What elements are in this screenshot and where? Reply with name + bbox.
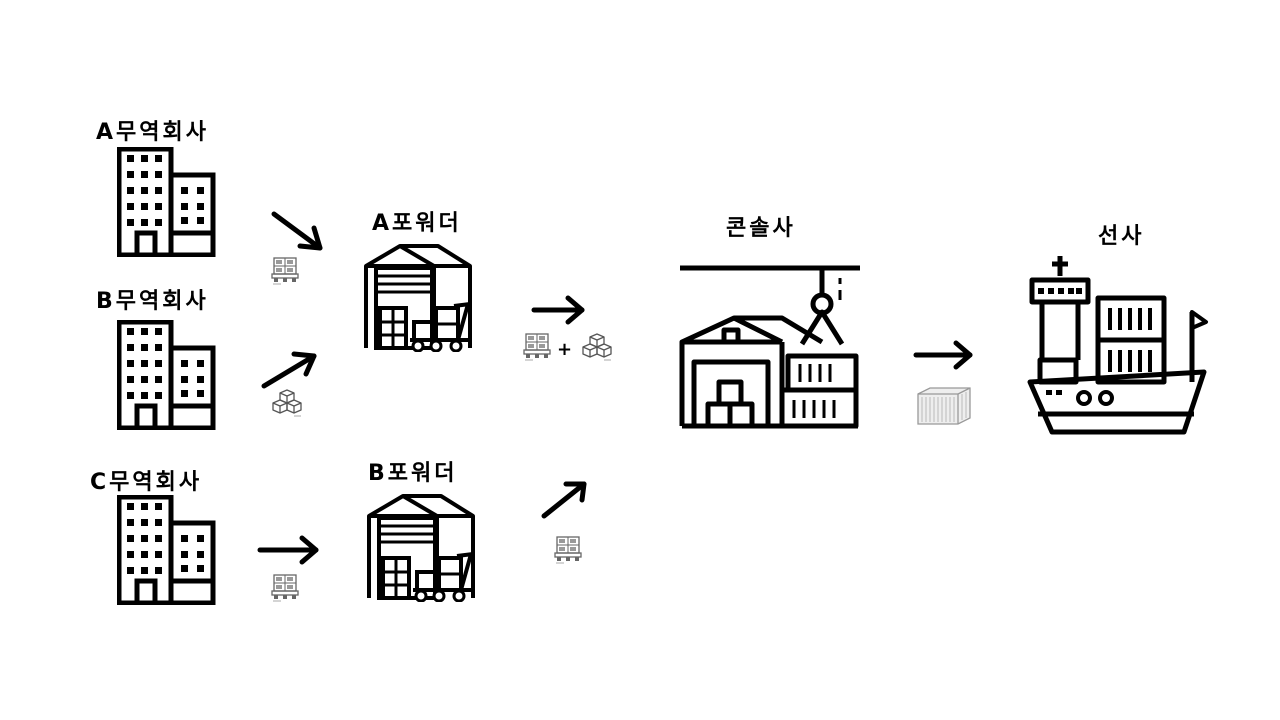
trader-b-label: B무역회사	[96, 289, 209, 314]
pallet-icon	[553, 535, 583, 565]
shipping-container-icon	[916, 386, 972, 426]
carrier-label: 선사	[1098, 224, 1145, 249]
consolidator-label: 콘솔사	[726, 216, 796, 241]
boxes-icon	[272, 388, 302, 418]
consolidator-port-warehouse-icon	[679, 265, 860, 429]
forwarder-b-label: B포워더	[368, 461, 458, 486]
pallet-icon	[522, 332, 552, 362]
trader-c-label: C무역회사	[90, 470, 203, 495]
plus-sign: +	[557, 339, 573, 360]
arrow-trader-b-to-forwarder-a	[261, 351, 317, 389]
arrow-trader-a-to-forwarder-a	[271, 211, 323, 251]
forwarder-a-label: A포워더	[372, 211, 462, 236]
arrow-forwarder-a-to-consolidator	[531, 295, 585, 325]
carrier-container-ship-icon	[1027, 256, 1208, 435]
trader-a-label: A무역회사	[96, 120, 209, 145]
arrow-consolidator-to-carrier	[913, 340, 973, 370]
pallet-icon	[270, 573, 300, 603]
pallet-icon	[270, 256, 300, 286]
arrow-forwarder-b-to-consolidator	[541, 481, 587, 519]
boxes-icon	[582, 332, 612, 362]
arrow-trader-c-to-forwarder-b	[257, 535, 319, 565]
